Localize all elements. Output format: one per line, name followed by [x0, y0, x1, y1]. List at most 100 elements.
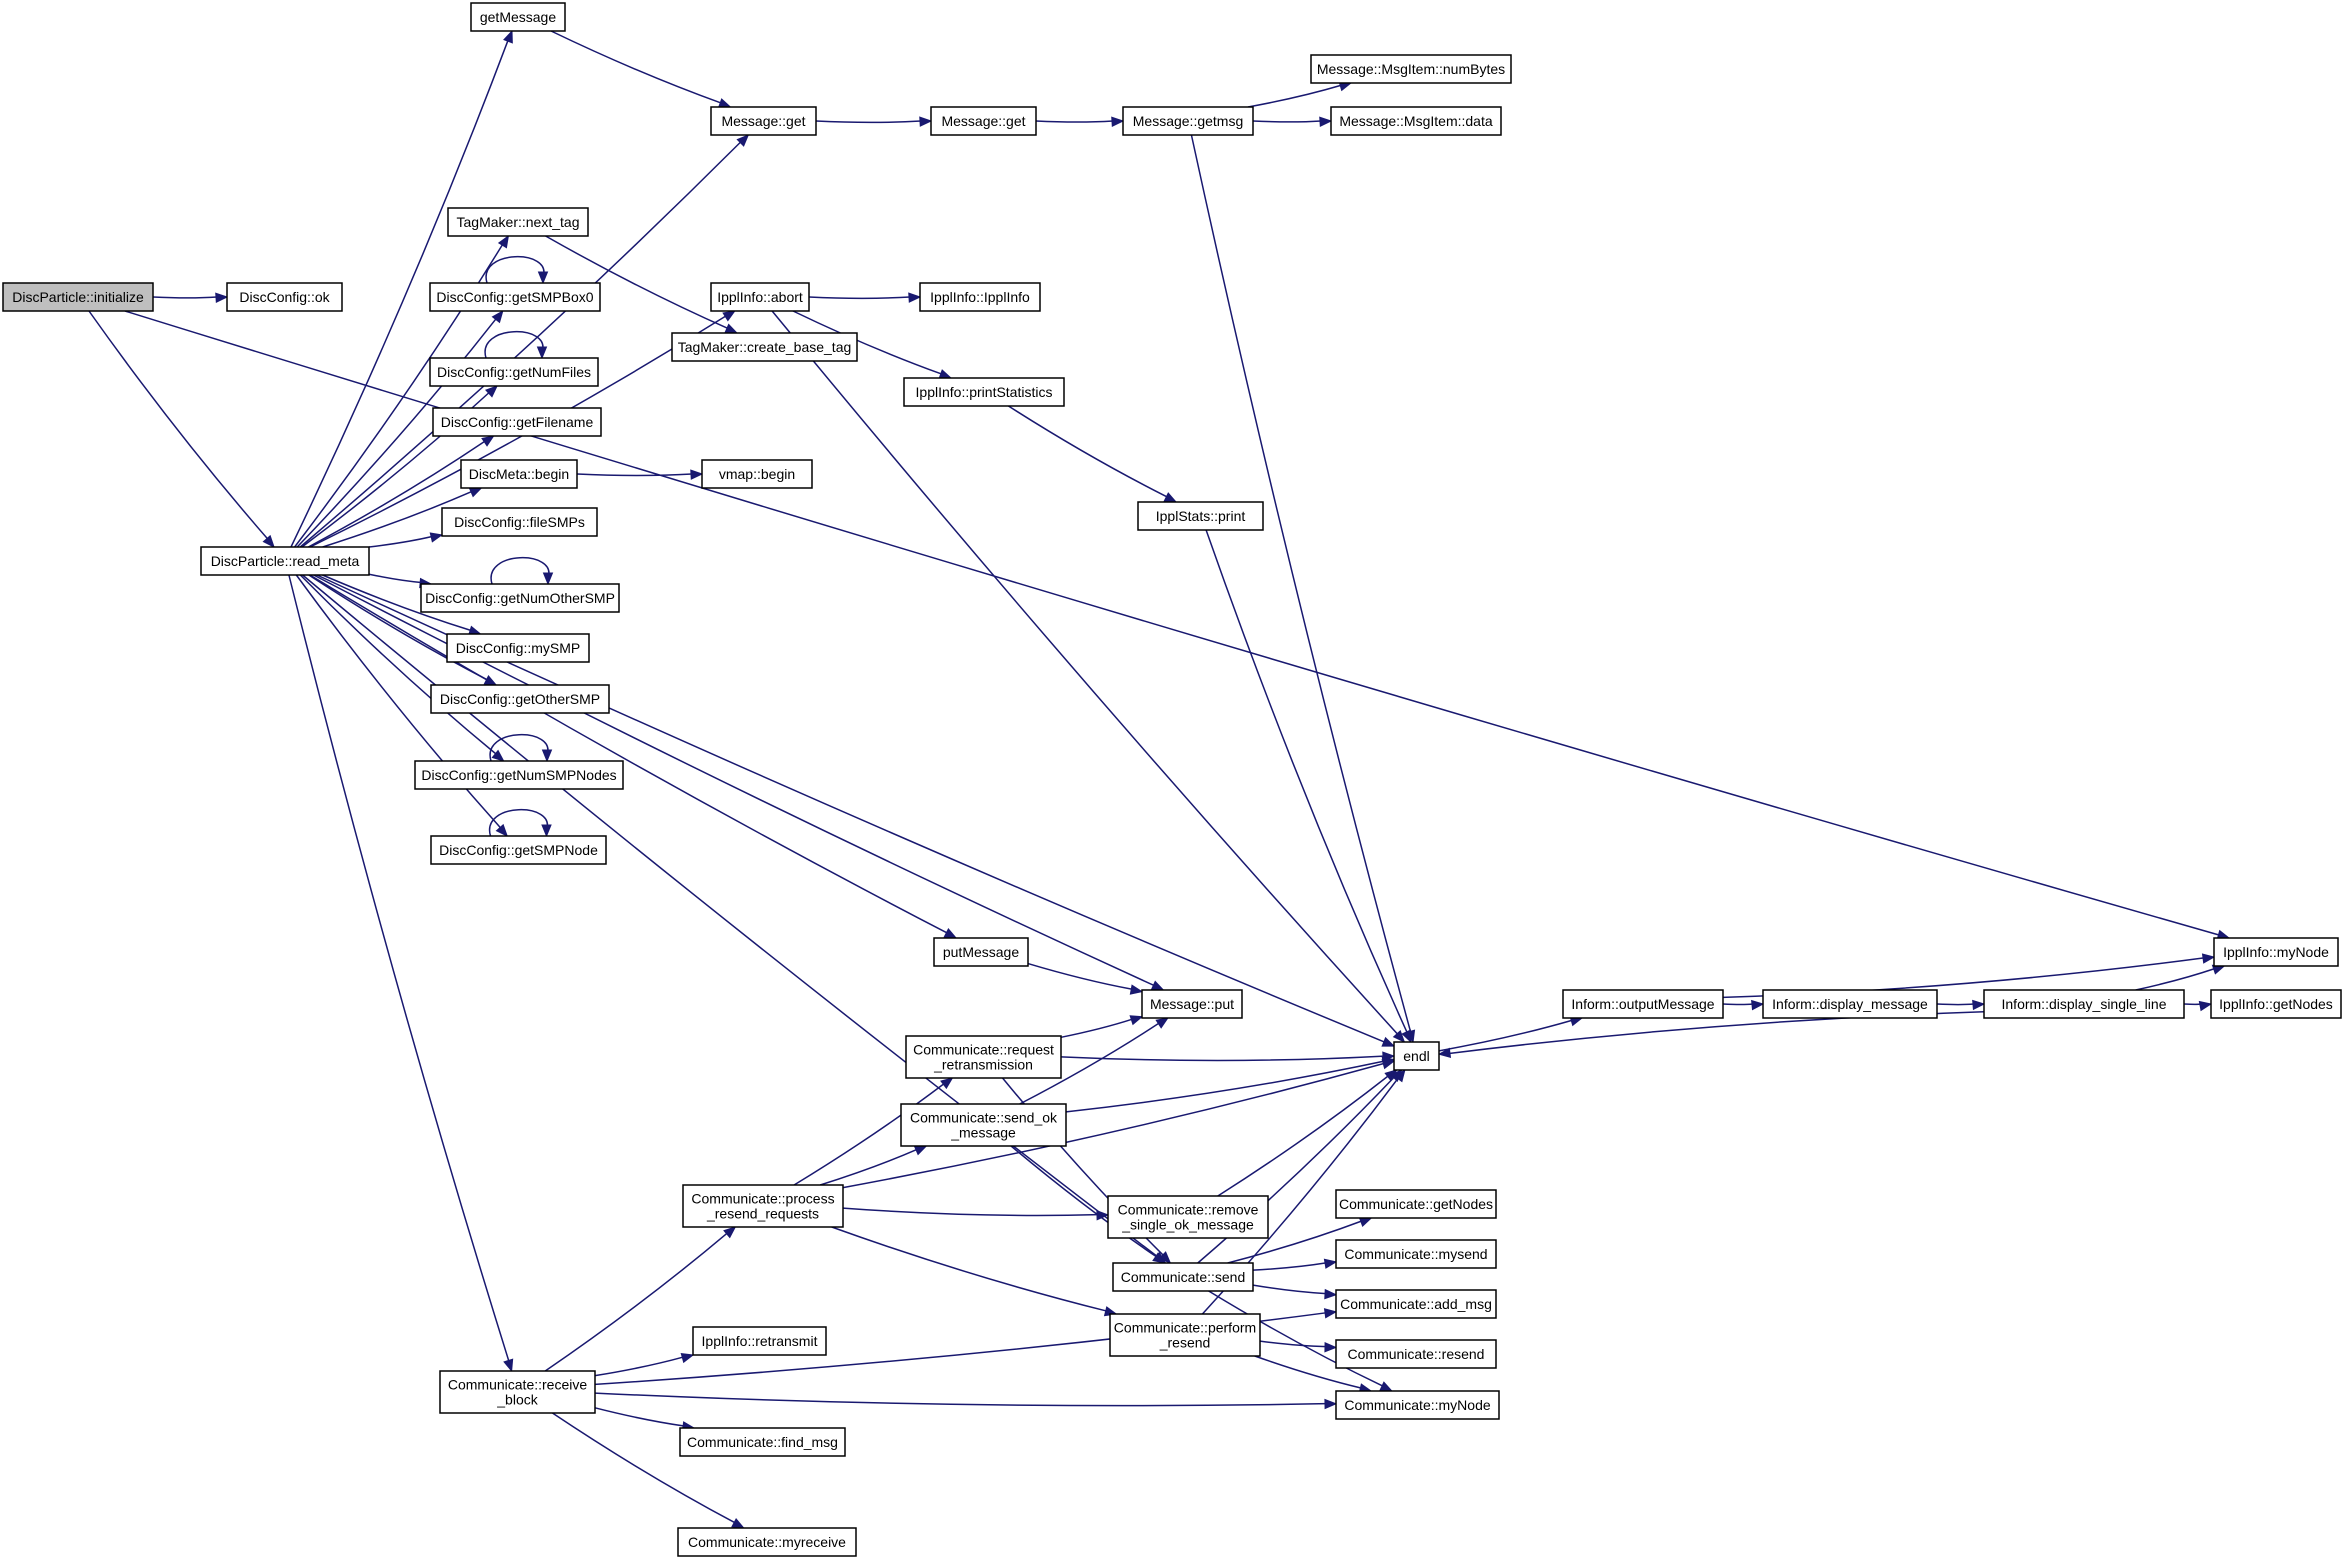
arrowhead-icon — [1393, 1068, 1406, 1083]
node-communicate-mynode[interactable]: Communicate::myNode — [1335, 1390, 1500, 1420]
edge-line — [309, 574, 948, 934]
edge-line — [322, 574, 472, 632]
node-ipplinfo-getnodes[interactable]: IpplInfo::getNodes — [2210, 989, 2342, 1019]
node-discconfig-getnumfiles[interactable]: DiscConfig::getNumFiles — [429, 357, 599, 387]
edge-line — [1008, 405, 1168, 498]
arrowhead-icon — [215, 292, 229, 303]
edge-line — [842, 1062, 1385, 1189]
node-ipplstats-print[interactable]: IpplStats::print — [1137, 501, 1264, 531]
edge-readmeta-to-filename — [308, 435, 495, 548]
node-message-put[interactable]: Message::put — [1141, 989, 1243, 1019]
node-inform-outputmessage[interactable]: Inform::outputMessage — [1562, 989, 1724, 1019]
node-label: DiscConfig::mySMP — [456, 640, 580, 656]
edge-readmeta-to-putMessage — [309, 574, 958, 939]
arrowhead-icon — [1324, 1341, 1338, 1353]
node-getmessage[interactable]: getMessage — [470, 2, 566, 32]
node-putmessage[interactable]: putMessage — [933, 937, 1029, 967]
node-box — [439, 1370, 596, 1414]
node-ipplinfo-ipplinfo[interactable]: IpplInfo::IpplInfo — [919, 282, 1041, 312]
edge-getmsg-to-data — [1252, 116, 1333, 127]
arrowhead-icon — [913, 1145, 928, 1156]
node-label: TagMaker::create_base_tag — [678, 339, 852, 355]
node-ipplinfo-printstatistics[interactable]: IpplInfo::printStatistics — [903, 377, 1065, 407]
node-communicate-resend[interactable]: Communicate::resend — [1335, 1339, 1497, 1369]
node-inform-display-message[interactable]: Inform::display_message — [1762, 989, 1938, 1019]
node-communicate-find-msg[interactable]: Communicate::find_msg — [679, 1427, 846, 1457]
node-box — [671, 332, 858, 362]
node-label: Message::get — [721, 113, 805, 129]
edge-readmeta-to-recvblock — [288, 574, 514, 1373]
edge-line — [815, 120, 922, 124]
node-discconfig-ok[interactable]: DiscConfig::ok — [226, 282, 343, 312]
node-discconfig-getothersmp[interactable]: DiscConfig::getOtherSMP — [430, 684, 610, 714]
arrowhead-icon — [2201, 953, 2216, 964]
node-communicate-process-resend-requests[interactable]: Communicate::process_resend_requests — [682, 1184, 844, 1228]
node-label: _block — [496, 1392, 538, 1408]
arrowhead-icon — [542, 572, 554, 586]
edge-line — [1197, 1076, 1395, 1264]
node-discconfig-mysmp[interactable]: DiscConfig::mySMP — [446, 633, 590, 663]
node-discconfig-getfilename[interactable]: DiscConfig::getFilename — [432, 407, 602, 437]
node-communicate-send-ok-message[interactable]: Communicate::send_ok_message — [900, 1103, 1067, 1147]
node-message-msgitem-numbytes[interactable]: Message::MsgItem::numBytes — [1310, 54, 1512, 84]
node-discconfig-getsmpnode[interactable]: DiscConfig::getSMPNode — [430, 835, 607, 865]
arrowhead-icon — [1152, 1252, 1166, 1264]
node-discparticle-read-meta[interactable]: DiscParticle::read_meta — [200, 546, 370, 576]
node-label: DiscConfig::getNumSMPNodes — [421, 767, 616, 783]
node-label: DiscConfig::getOtherSMP — [440, 691, 600, 707]
node-discconfig-getnumsmpnodes[interactable]: DiscConfig::getNumSMPNodes — [414, 760, 624, 790]
node-message-getmsg[interactable]: Message::getmsg — [1122, 106, 1254, 136]
node-box — [682, 1184, 844, 1228]
node-inform-display-single-line[interactable]: Inform::display_single_line — [1983, 989, 2185, 1019]
node-box — [226, 282, 343, 312]
edge-line — [594, 1407, 685, 1427]
edge-csend-to-addmsg — [1252, 1284, 1338, 1300]
edge-box0-to-box0 — [485, 256, 549, 285]
arrowhead-icon — [491, 749, 505, 762]
node-communicate-remove-single-ok-message[interactable]: Communicate::remove_single_ok_message — [1107, 1195, 1269, 1239]
node-box — [430, 684, 610, 714]
node-discparticle-initialize[interactable]: DiscParticle::initialize — [2, 282, 154, 312]
edge-readmeta-to-smpnode — [295, 574, 509, 837]
node-label: Communicate::myreceive — [688, 1534, 846, 1550]
edge-readmeta-to-box0 — [296, 309, 504, 548]
node-box — [430, 835, 607, 865]
arrowhead-icon — [1319, 116, 1333, 127]
node-communicate-request-retransmission[interactable]: Communicate::request_retransmission — [905, 1035, 1062, 1079]
node-box — [200, 546, 370, 576]
node-tagmaker-next-tag[interactable]: TagMaker::next_tag — [447, 207, 589, 237]
node-discconfig-filesmps[interactable]: DiscConfig::fileSMPs — [441, 507, 598, 537]
node-message-get[interactable]: Message::get — [710, 106, 817, 136]
node-box — [677, 1527, 857, 1557]
node-ipplinfo-abort[interactable]: IpplInfo::abort — [710, 282, 810, 312]
node-endl[interactable]: endl — [1393, 1041, 1440, 1071]
edge-readmeta-to-getMessage — [290, 29, 513, 548]
arrowhead-icon — [908, 292, 922, 303]
node-message-get[interactable]: Message::get — [930, 106, 1037, 136]
node-communicate-myreceive[interactable]: Communicate::myreceive — [677, 1527, 857, 1557]
node-discconfig-getnumothersmp[interactable]: DiscConfig::getNumOtherSMP — [420, 583, 620, 613]
edge-csend-to-cgetnodes — [1227, 1217, 1373, 1264]
node-communicate-receive-block[interactable]: Communicate::receive_block — [439, 1370, 596, 1414]
arrowhead-icon — [1324, 1398, 1338, 1410]
node-ipplinfo-mynode[interactable]: IpplInfo::myNode — [2213, 937, 2339, 967]
node-vmap-begin[interactable]: vmap::begin — [701, 459, 813, 489]
node-communicate-add-msg[interactable]: Communicate::add_msg — [1335, 1289, 1497, 1319]
edge-line — [793, 1083, 945, 1186]
node-box — [420, 583, 620, 613]
node-box — [1393, 1041, 1440, 1071]
arrowhead-icon — [1129, 984, 1144, 995]
node-communicate-mysend[interactable]: Communicate::mysend — [1335, 1239, 1497, 1269]
node-discconfig-getsmpbox0[interactable]: DiscConfig::getSMPBox0 — [429, 282, 601, 312]
node-message-msgitem-data[interactable]: Message::MsgItem::data — [1330, 106, 1502, 136]
node-ipplinfo-retransmit[interactable]: IpplInfo::retransmit — [692, 1326, 827, 1356]
arrowhead-icon — [1379, 1381, 1394, 1392]
node-box — [460, 459, 578, 489]
node-tagmaker-create-base-tag[interactable]: TagMaker::create_base_tag — [671, 332, 858, 362]
node-communicate-send[interactable]: Communicate::send — [1112, 1262, 1254, 1292]
node-communicate-perform-resend[interactable]: Communicate::perform_resend — [1109, 1313, 1261, 1357]
edge-displine-to-getnodes — [2183, 1000, 2213, 1012]
node-communicate-getnodes[interactable]: Communicate::getNodes — [1335, 1189, 1497, 1219]
node-discmeta-begin[interactable]: DiscMeta::begin — [460, 459, 578, 489]
